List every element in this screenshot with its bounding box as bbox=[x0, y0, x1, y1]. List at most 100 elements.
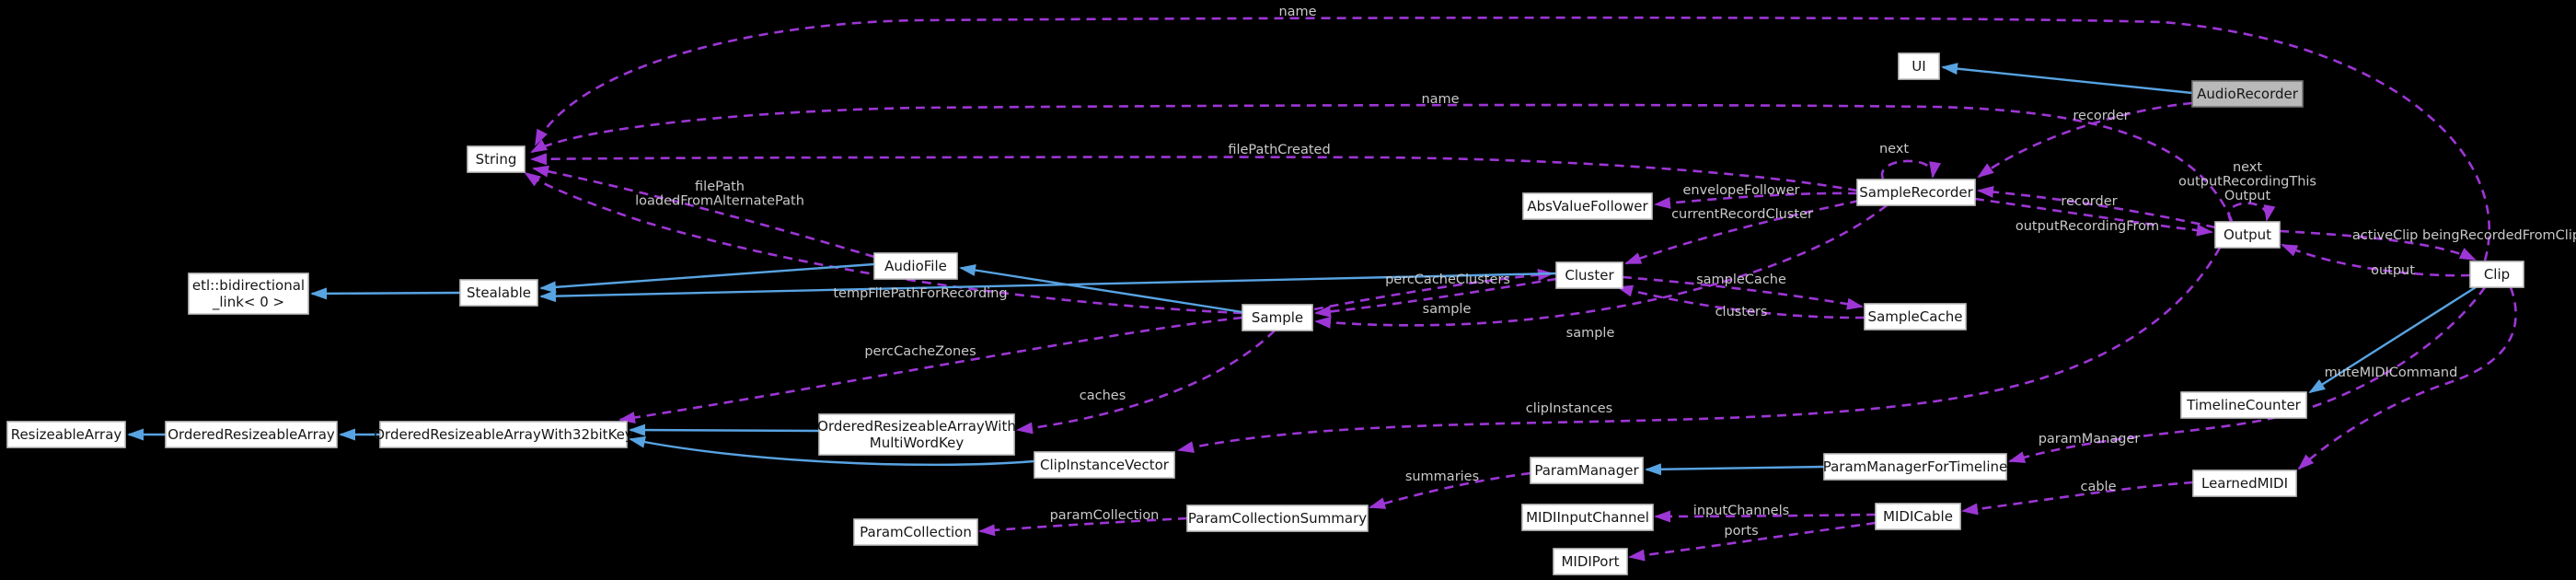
class-node-etl_bidirectional_link[interactable]: etl::bidirectional_link< 0 > bbox=[188, 273, 309, 315]
class-node-Clip[interactable]: Clip bbox=[2469, 261, 2524, 288]
class-node-label-SampleRecorder: SampleRecorder bbox=[1859, 184, 1973, 201]
class-node-OrderedResizeableArrayWith32bitKey[interactable]: OrderedResizeableArrayWith32bitKey bbox=[374, 421, 633, 448]
edge-label-Sample-String: tempFilePathForRecording bbox=[833, 286, 1007, 301]
class-node-AudioRecorder[interactable]: AudioRecorder bbox=[2191, 80, 2304, 108]
class-node-label-SampleCache: SampleCache bbox=[1868, 308, 1963, 325]
edge-MIDICable-MIDIPort bbox=[1628, 521, 1877, 562]
edge-label-Output-String: name bbox=[1421, 92, 1459, 107]
edge-Output-Output bbox=[2227, 202, 2276, 222]
edge-label-Output-Clip: activeClip beingRecordedFromClip bbox=[2352, 228, 2576, 243]
edge-Stealable-etl_bidirectional_link bbox=[310, 287, 461, 300]
class-node-label-Stealable: Stealable bbox=[467, 284, 531, 301]
edge-label-SampleRecorder-SampleRecorder: next bbox=[1879, 142, 1909, 157]
class-node-Cluster[interactable]: Cluster bbox=[1555, 261, 1623, 289]
class-node-label-OrderedResizeableArrayWith32bitKey: OrderedResizeableArrayWith32bitKey bbox=[374, 426, 633, 443]
class-node-label-ParamManager: ParamManager bbox=[1534, 462, 1639, 479]
edge-Sample-String bbox=[524, 171, 1243, 315]
class-node-ClipInstanceVector[interactable]: ClipInstanceVector bbox=[1034, 451, 1175, 479]
class-node-label-ResizeableArray: ResizeableArray bbox=[11, 426, 122, 443]
class-node-label-ParamCollection: ParamCollection bbox=[860, 524, 972, 540]
edge-label-ParamManager-ParamCollectionSummary: summaries bbox=[1405, 470, 1479, 484]
class-node-ParamCollection[interactable]: ParamCollection bbox=[853, 518, 978, 546]
edge-label-Clip-ParamManagerForTimeline: paramManager bbox=[2039, 432, 2141, 447]
edge-AudioRecorder-UI bbox=[1941, 63, 2193, 95]
edge-label-SampleRecorder-Output: outputRecordingFrom bbox=[2016, 219, 2159, 234]
edge-label-Clip-LearnedMIDI: muteMIDICommand bbox=[2325, 365, 2458, 380]
edge-label-Sample-OrderedResizeableArrayWithMultiWordKey: caches bbox=[1080, 389, 1126, 403]
class-node-label-Clip: Clip bbox=[2484, 266, 2510, 283]
class-node-label-ParamManagerForTimeline: ParamManagerForTimeline bbox=[1823, 458, 2008, 475]
edge-Sample-OrderedResizeableArrayWithMultiWordKey bbox=[1016, 330, 1276, 435]
class-node-MIDIInputChannel[interactable]: MIDIInputChannel bbox=[1521, 504, 1654, 531]
edge-Clip-ParamManagerForTimeline bbox=[2008, 286, 2487, 463]
class-node-label-MIDIPort: MIDIPort bbox=[1561, 553, 1619, 570]
class-node-AbsValueFollower[interactable]: AbsValueFollower bbox=[1522, 192, 1653, 220]
class-node-LearnedMIDI[interactable]: LearnedMIDI bbox=[2192, 470, 2297, 497]
class-node-MIDICable[interactable]: MIDICable bbox=[1875, 503, 1961, 530]
edge-label-Output-SampleRecorder: recorder bbox=[2061, 194, 2117, 209]
class-node-Sample[interactable]: Sample bbox=[1242, 304, 1313, 331]
class-node-TimelineCounter[interactable]: TimelineCounter bbox=[2180, 391, 2307, 419]
edge-label-MIDICable-MIDIPort: ports bbox=[1724, 524, 1758, 539]
edge-label-ParamCollectionSummary-ParamCollection: paramCollection bbox=[1050, 508, 1160, 523]
edge-MIDICable-MIDIInputChannel bbox=[1654, 510, 1877, 523]
edge-Output-Clip bbox=[2279, 229, 2477, 261]
edge-label-Cluster-Sample: sample bbox=[1423, 302, 1472, 317]
edge-Cluster-Sample bbox=[1314, 277, 1557, 318]
class-node-String[interactable]: String bbox=[467, 145, 526, 173]
edge-SampleRecorder-Output bbox=[1974, 197, 2213, 237]
class-node-label-LearnedMIDI: LearnedMIDI bbox=[2201, 475, 2288, 492]
class-node-ParamManagerForTimeline[interactable]: ParamManagerForTimeline bbox=[1823, 453, 2008, 481]
class-node-SampleCache[interactable]: SampleCache bbox=[1864, 303, 1967, 331]
class-node-ParamCollectionSummary[interactable]: ParamCollectionSummary bbox=[1186, 505, 1369, 532]
edge-Output-SampleRecorder bbox=[1977, 185, 2216, 229]
edge-Output-ClipInstanceVector bbox=[1177, 247, 2222, 453]
class-node-label-etl_bidirectional_link: etl::bidirectional_link< 0 > bbox=[192, 277, 305, 311]
edge-SampleRecorder-AbsValueFollower bbox=[1654, 191, 1858, 209]
class-node-label-AbsValueFollower: AbsValueFollower bbox=[1527, 198, 1648, 215]
edge-label-Output-ClipInstanceVector: clipInstances bbox=[1526, 401, 1612, 416]
class-node-AudioFile[interactable]: AudioFile bbox=[873, 252, 958, 280]
edge-Sample-AudioFile bbox=[959, 264, 1243, 314]
edge-SampleRecorder-SampleRecorder bbox=[1880, 159, 1941, 180]
edge-Clip-TimelineCounter bbox=[2308, 285, 2477, 394]
edge-Cluster-SampleCache bbox=[1622, 275, 1864, 310]
edge-label-SampleRecorder-Sample: sample bbox=[1566, 326, 1615, 341]
edge-label-SampleRecorder-Cluster: currentRecordCluster bbox=[1671, 207, 1813, 222]
edge-label-Sample-OrderedResizeableArrayWith32bitKey: percCacheZones bbox=[864, 344, 976, 359]
edge-SampleRecorder-String bbox=[530, 153, 1858, 192]
class-node-SampleRecorder[interactable]: SampleRecorder bbox=[1856, 179, 1976, 206]
class-node-MIDIPort[interactable]: MIDIPort bbox=[1553, 548, 1628, 575]
class-node-label-ParamCollectionSummary: ParamCollectionSummary bbox=[1188, 510, 1367, 527]
edge-Output-String bbox=[530, 103, 2234, 222]
class-node-label-UI: UI bbox=[1912, 58, 1925, 75]
class-node-UI[interactable]: UI bbox=[1898, 52, 1940, 80]
class-node-Stealable[interactable]: Stealable bbox=[459, 279, 538, 307]
class-node-OrderedResizeableArray[interactable]: OrderedResizeableArray bbox=[165, 421, 338, 448]
edge-SampleRecorder-Cluster bbox=[1624, 199, 1860, 265]
class-node-label-Sample: Sample bbox=[1252, 309, 1303, 326]
class-node-label-Output: Output bbox=[2224, 226, 2271, 243]
edge-Cluster-Stealable bbox=[539, 272, 1557, 303]
edge-Sample-Cluster bbox=[1313, 269, 1554, 311]
class-node-label-String: String bbox=[476, 151, 517, 168]
class-node-ParamManager[interactable]: ParamManager bbox=[1530, 457, 1644, 484]
class-node-ResizeableArray[interactable]: ResizeableArray bbox=[6, 421, 126, 448]
edge-label-AudioRecorder-SampleRecorder: recorder bbox=[2073, 109, 2129, 123]
class-node-Output[interactable]: Output bbox=[2214, 221, 2281, 249]
edge-label-Clip-Output: output bbox=[2371, 263, 2415, 278]
class-node-label-Cluster: Cluster bbox=[1565, 267, 1614, 284]
edge-label-SampleRecorder-AbsValueFollower: envelopeFollower bbox=[1682, 183, 1799, 198]
edge-SampleRecorder-Sample bbox=[1314, 203, 1888, 329]
edge-ParamManager-ParamCollectionSummary bbox=[1369, 471, 1531, 509]
edge-ParamManagerForTimeline-ParamManager bbox=[1645, 463, 1825, 476]
class-node-label-MIDICable: MIDICable bbox=[1883, 508, 1953, 525]
edge-SampleCache-Cluster bbox=[1616, 284, 1866, 319]
edge-Clip-Output bbox=[2281, 243, 2471, 277]
edge-label-SampleRecorder-String: filePathCreated bbox=[1228, 143, 1330, 157]
class-node-label-ClipInstanceVector: ClipInstanceVector bbox=[1040, 457, 1170, 473]
